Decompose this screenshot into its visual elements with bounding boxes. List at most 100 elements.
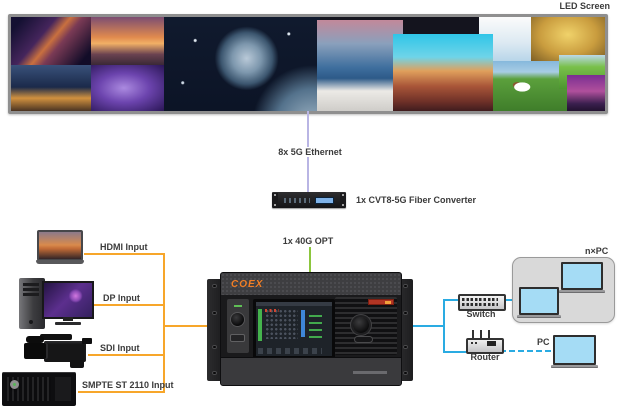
rack-hole bbox=[403, 284, 408, 288]
pc-label: PC bbox=[537, 337, 550, 347]
vent-grille bbox=[335, 297, 397, 355]
processor-front-panel bbox=[221, 295, 401, 359]
ethernet-link-label: 8x 5G Ethernet bbox=[276, 147, 344, 157]
npc-label: n×PC bbox=[585, 246, 609, 256]
camera-lens-icon bbox=[24, 343, 48, 359]
camera-mic bbox=[26, 336, 44, 343]
monitor-base bbox=[55, 322, 81, 325]
processor-bottom-panel bbox=[221, 357, 401, 385]
led-screen bbox=[8, 14, 608, 114]
hdmi-input-label: HDMI Input bbox=[100, 242, 148, 252]
antenna-icon bbox=[488, 330, 490, 339]
rack-hole bbox=[212, 345, 217, 349]
rack-hole bbox=[403, 345, 408, 349]
wall-image-ancient-town bbox=[393, 34, 493, 111]
wall-image-golden-lake bbox=[531, 17, 605, 61]
opt-link-label: 1x 40G OPT bbox=[282, 236, 334, 246]
antenna-icon bbox=[472, 330, 474, 339]
touchscreen-toolbar bbox=[258, 348, 322, 354]
laptop-base bbox=[551, 365, 598, 368]
converter-display bbox=[315, 197, 334, 204]
pc-laptop bbox=[517, 287, 561, 318]
rack-ear bbox=[207, 279, 222, 381]
camera-grip bbox=[70, 360, 84, 368]
router-label: Router bbox=[470, 352, 500, 362]
switch-to-panel-line bbox=[502, 299, 512, 301]
hdmi-source-laptop bbox=[36, 230, 84, 264]
bus-to-switch-line bbox=[443, 299, 458, 301]
router-led bbox=[471, 342, 473, 344]
rack-ear bbox=[272, 193, 278, 207]
laptop-base bbox=[559, 290, 605, 293]
dp-source-tower bbox=[19, 278, 45, 329]
wall-image-sunset-pier bbox=[91, 17, 164, 65]
switch-label: Switch bbox=[466, 309, 496, 319]
wall-image-statue-liberty bbox=[567, 75, 605, 111]
video-processor: COEX bbox=[207, 272, 413, 387]
router-to-pc-line bbox=[500, 350, 551, 352]
pc-laptop bbox=[551, 335, 598, 368]
touchscreen-titlebar bbox=[256, 302, 332, 306]
dp-source-monitor bbox=[42, 281, 94, 325]
status-leds bbox=[284, 198, 310, 203]
fiber-converter bbox=[272, 192, 346, 208]
rack-ear bbox=[340, 193, 346, 207]
sdi-source-camcorder bbox=[24, 334, 92, 368]
rack-hole bbox=[403, 311, 408, 315]
wall-image-galaxy bbox=[11, 17, 91, 65]
dp-input-label: DP Input bbox=[103, 293, 140, 303]
network-switch bbox=[458, 294, 506, 311]
badge-accent bbox=[385, 300, 391, 304]
rack-hole bbox=[212, 311, 217, 315]
rack-hole bbox=[212, 371, 217, 375]
product-badge bbox=[368, 299, 394, 305]
switch-ports-row bbox=[462, 303, 498, 306]
opt-link-line bbox=[309, 247, 311, 272]
bus-to-processor-line bbox=[163, 325, 207, 327]
server-panel bbox=[55, 377, 71, 401]
router bbox=[466, 330, 504, 354]
smpte-input-label: SMPTE ST 2110 Input bbox=[82, 380, 174, 390]
rack-hole bbox=[212, 284, 217, 288]
laptop-screen bbox=[519, 287, 559, 315]
smpte-line bbox=[78, 391, 163, 393]
wall-image-night-coast bbox=[11, 65, 91, 111]
fiber-converter-label: 1x CVT8-5G Fiber Converter bbox=[356, 195, 477, 205]
hdmi-line bbox=[84, 253, 163, 255]
pc-laptop bbox=[559, 262, 605, 293]
rotary-knob-icon bbox=[353, 317, 369, 333]
control-strip bbox=[227, 299, 249, 353]
laptop-screen bbox=[37, 230, 83, 261]
touchscreen-green-meter bbox=[258, 309, 262, 341]
camera-handle bbox=[40, 334, 72, 340]
switch-ports-row bbox=[462, 298, 498, 301]
power-button-icon bbox=[29, 320, 33, 324]
input-bus-line bbox=[163, 253, 165, 393]
laptop-screen bbox=[553, 335, 596, 365]
drive-bay bbox=[23, 283, 39, 286]
laptop-screen bbox=[561, 262, 603, 290]
panel-slot bbox=[355, 337, 372, 342]
screw bbox=[342, 194, 344, 196]
control-knob-icon bbox=[231, 313, 244, 326]
panel-button bbox=[231, 335, 244, 341]
smpte-source-server bbox=[2, 372, 76, 406]
antenna-icon bbox=[480, 330, 482, 339]
server-led bbox=[10, 380, 19, 389]
monitor-stand bbox=[63, 317, 73, 321]
drive-bay bbox=[23, 288, 39, 291]
touchscreen-red-indicators bbox=[265, 309, 279, 312]
brand-logo: COEX bbox=[231, 279, 264, 290]
drive-bay bbox=[23, 293, 39, 296]
processor-chassis: COEX bbox=[220, 272, 402, 386]
touchscreen-port-grid bbox=[265, 309, 298, 339]
wall-image-santorini bbox=[317, 20, 403, 111]
dp-line bbox=[92, 304, 163, 306]
output-bus-line bbox=[443, 299, 445, 353]
wall-image-planet bbox=[164, 17, 320, 111]
touchscreen-blue-meter bbox=[301, 310, 305, 337]
bus-to-router-line bbox=[443, 351, 466, 353]
led-screen-label: LED Screen bbox=[559, 1, 610, 11]
router-port bbox=[487, 341, 496, 346]
